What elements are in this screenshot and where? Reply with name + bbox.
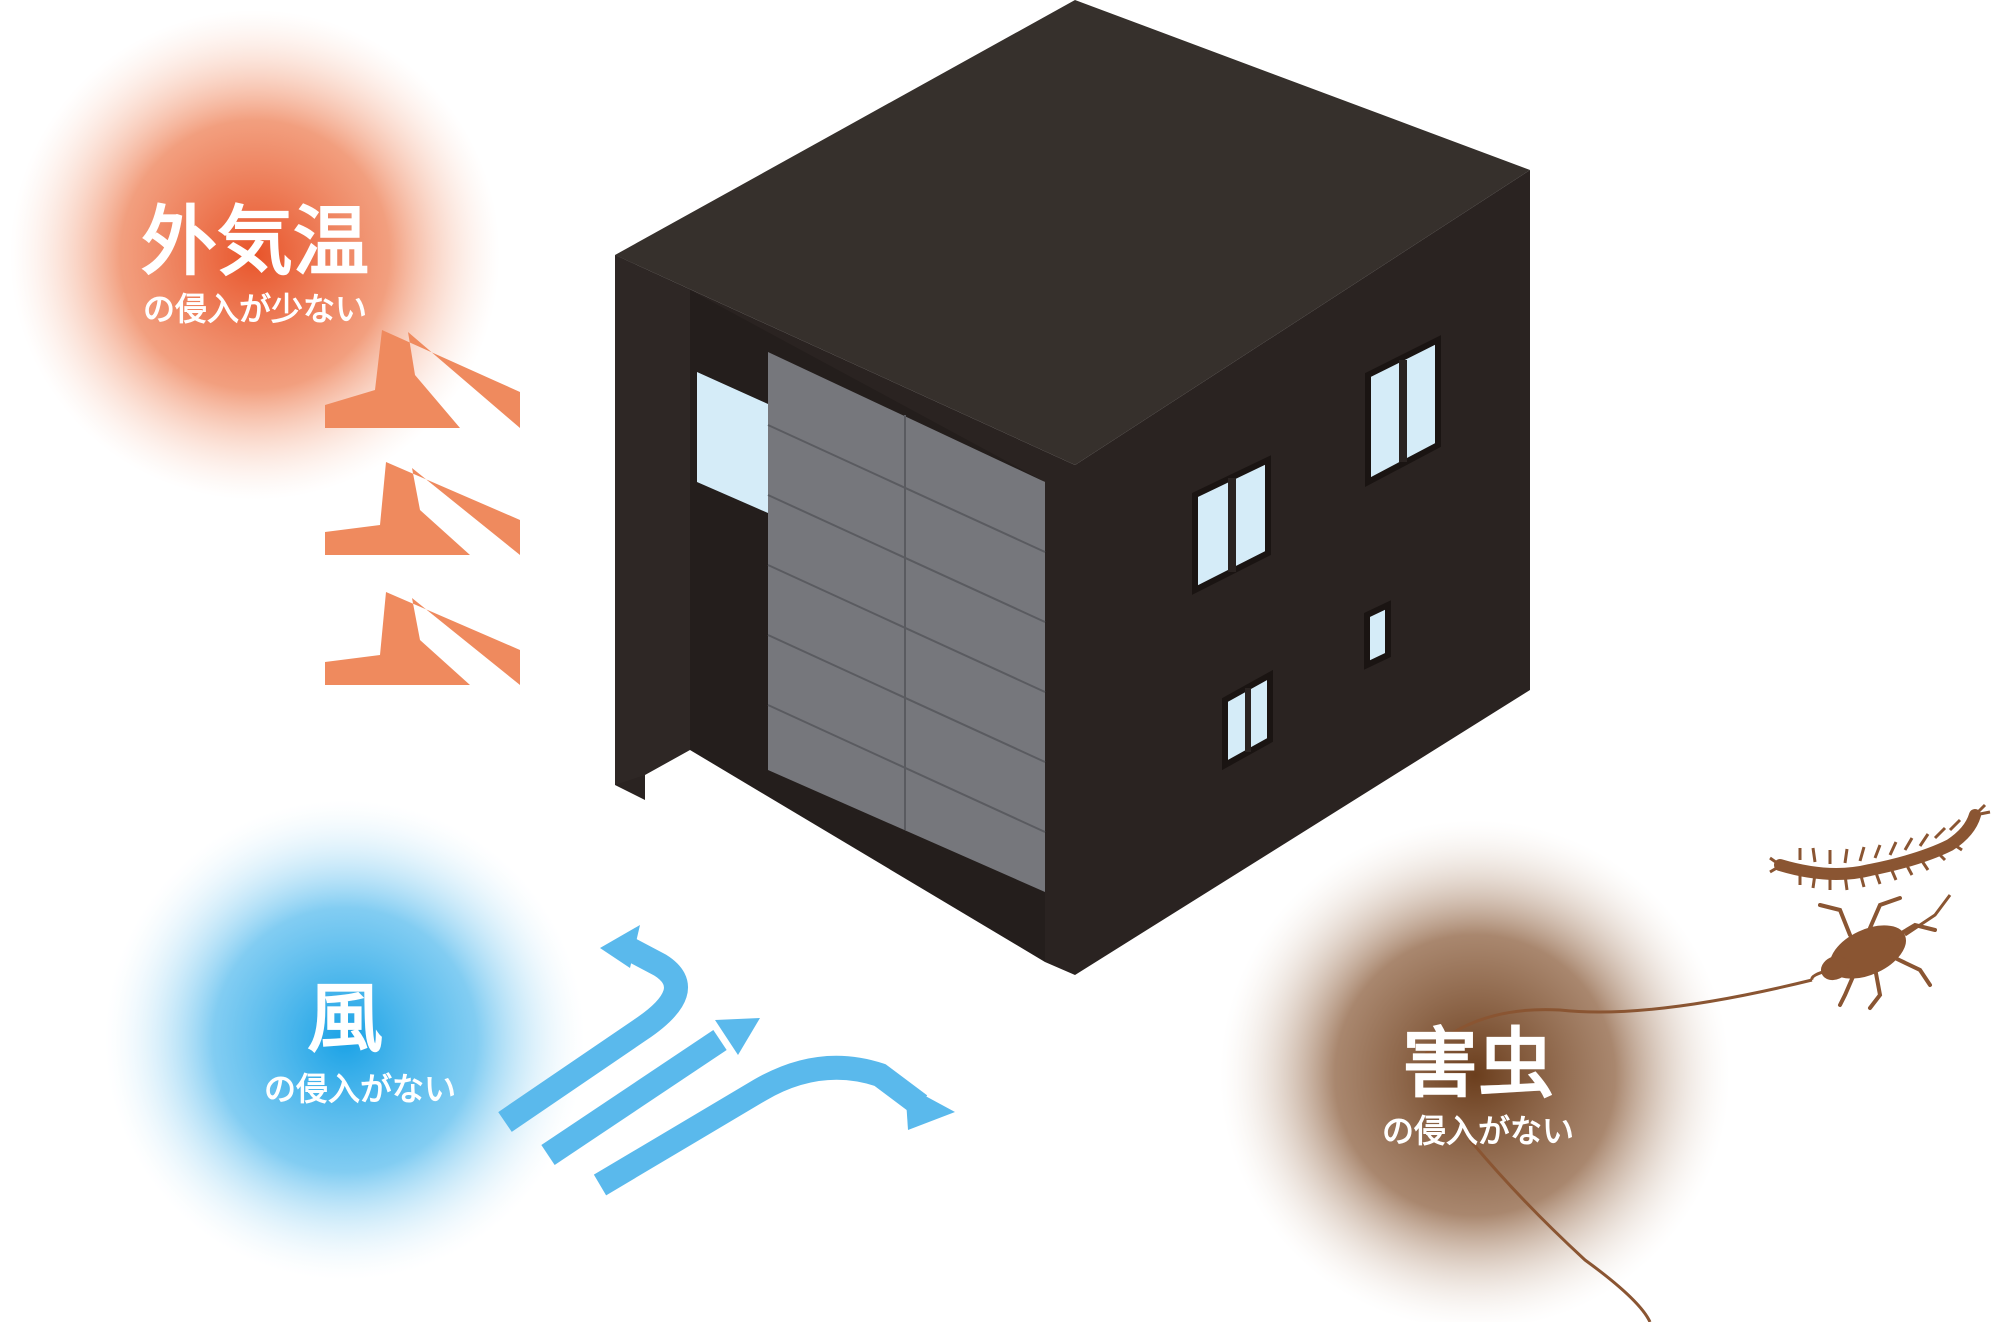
garage-house-icon: [615, 0, 1530, 975]
wind-glow: [105, 800, 585, 1280]
temperature-title: 外気温: [141, 197, 369, 286]
wind-subtitle: の侵入がない: [264, 1070, 456, 1108]
building-left-pillar: [615, 255, 690, 785]
wind-feature: 風 の侵入がない: [105, 800, 955, 1280]
side-window-4: [1364, 600, 1391, 670]
front-window: [697, 372, 768, 513]
temperature-subtitle: の侵入が少ない: [143, 290, 367, 328]
cockroach-icon: [1810, 894, 1952, 1010]
shutter-lines: [767, 415, 1046, 833]
pests-feature: 害虫 の侵入がない: [1220, 803, 1991, 1322]
building-roof: [615, 0, 1530, 465]
pests-subtitle: の侵入がない: [1382, 1112, 1574, 1150]
side-windows: [1192, 335, 1441, 771]
temperature-feature: 外気温 の侵入が少ない: [10, 10, 520, 685]
building-front-wall: [615, 255, 1075, 975]
garage-shutter: [768, 352, 1045, 892]
insect-icon: [1418, 803, 1991, 1322]
centipede-icon: [1769, 803, 1991, 891]
pests-glow: [1220, 820, 1730, 1322]
pests-title: 害虫: [1402, 1019, 1554, 1108]
heat-arrows-icon: [325, 330, 520, 685]
wind-arrows-icon: [498, 925, 955, 1196]
wind-title: 風: [307, 974, 383, 1063]
